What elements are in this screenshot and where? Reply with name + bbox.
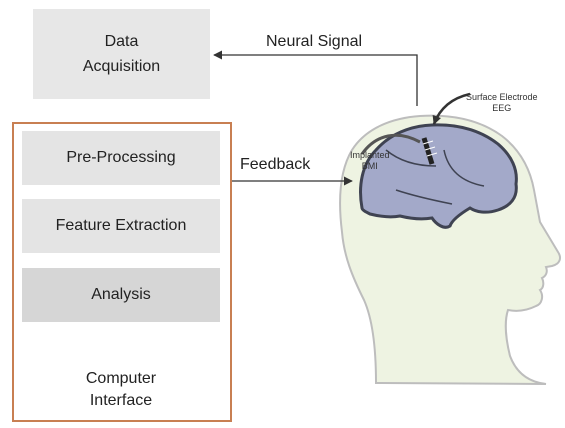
implant-tick: [422, 140, 434, 145]
neural-signal-label: Neural Signal: [266, 33, 363, 50]
feedback-label: Feedback: [240, 156, 311, 173]
data-acquisition-box: Data Acquisition: [33, 9, 210, 99]
implant-tick: [424, 146, 436, 151]
brain: [359, 123, 518, 229]
surface-electrode-label-line: EEG: [492, 103, 512, 113]
implant-device: [421, 137, 435, 165]
data-acquisition-label: Acquisition: [82, 58, 161, 75]
implant-tick: [426, 152, 438, 157]
surface-electrode-label-line: Surface Electrode: [466, 92, 538, 102]
surface-electrode-lead: [432, 92, 471, 125]
computer-interface-label-line: Computer: [85, 370, 157, 387]
brain-fold: [395, 189, 453, 205]
brain-fold: [443, 149, 485, 187]
computer-interface-label-line: Interface: [89, 392, 153, 409]
implant-lead: [360, 133, 421, 155]
implanted-bmi-label: Implanted BMI: [350, 150, 390, 172]
feature-extraction-box: Feature Extraction: [22, 199, 220, 253]
surface-electrode-label: Surface Electrode EEG: [466, 92, 538, 114]
computer-interface-panel: Pre-Processing Feature Extraction Analys…: [12, 122, 232, 422]
brain-fold: [385, 149, 437, 167]
implanted-bmi-label-line: Implanted: [350, 150, 390, 160]
implanted-bmi-label-line: BMI: [361, 161, 378, 171]
neural-signal-arrow: [213, 50, 418, 106]
computer-interface-label: Computer Interface: [22, 368, 220, 418]
data-acquisition-label: Data: [104, 33, 139, 50]
analysis-box: Analysis: [22, 268, 220, 322]
pre-processing-box: Pre-Processing: [22, 131, 220, 185]
